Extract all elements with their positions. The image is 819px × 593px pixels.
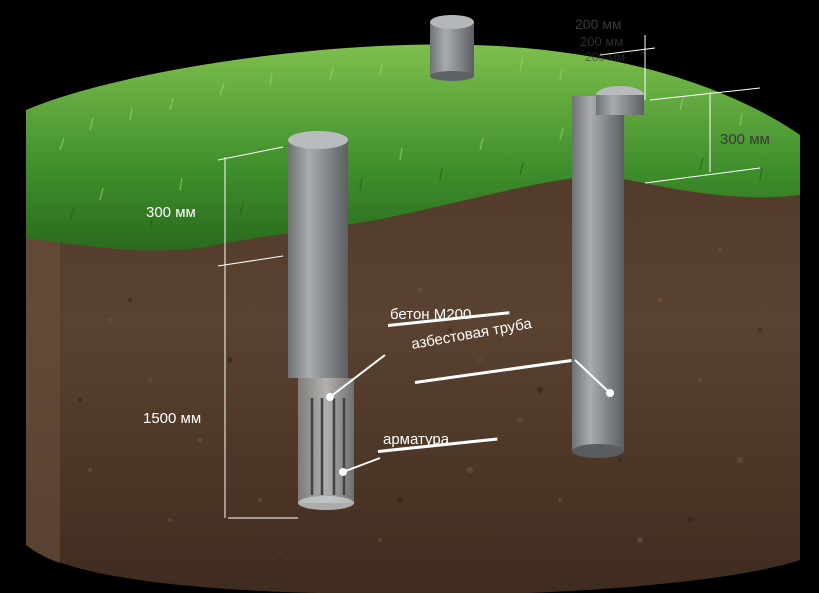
pipe-left-transparent <box>298 378 354 503</box>
label-left-above-ground: 300 мм <box>146 204 196 221</box>
pipe-right-body-upper <box>596 95 644 115</box>
label-top-200-c: 200 мм <box>585 50 625 64</box>
label-right-depth: 300 мм <box>720 131 770 148</box>
grass-texture-dark <box>69 157 763 231</box>
label-top-200-b: 200 мм <box>580 34 624 49</box>
pipe-left <box>288 131 354 510</box>
dimension-lines-right <box>599 35 761 184</box>
pipe-right <box>572 87 642 458</box>
dimension-lines-left <box>217 146 298 519</box>
leader-dots <box>326 389 614 476</box>
rebar-rods <box>310 398 346 495</box>
label-left-below-ground: 1500 мм <box>143 410 202 427</box>
soil-texture <box>88 248 743 543</box>
pipe-small-top <box>430 15 474 81</box>
label-top-200-a: 200 мм <box>575 16 622 32</box>
grass-texture <box>59 57 743 201</box>
leader-lines <box>329 354 611 473</box>
